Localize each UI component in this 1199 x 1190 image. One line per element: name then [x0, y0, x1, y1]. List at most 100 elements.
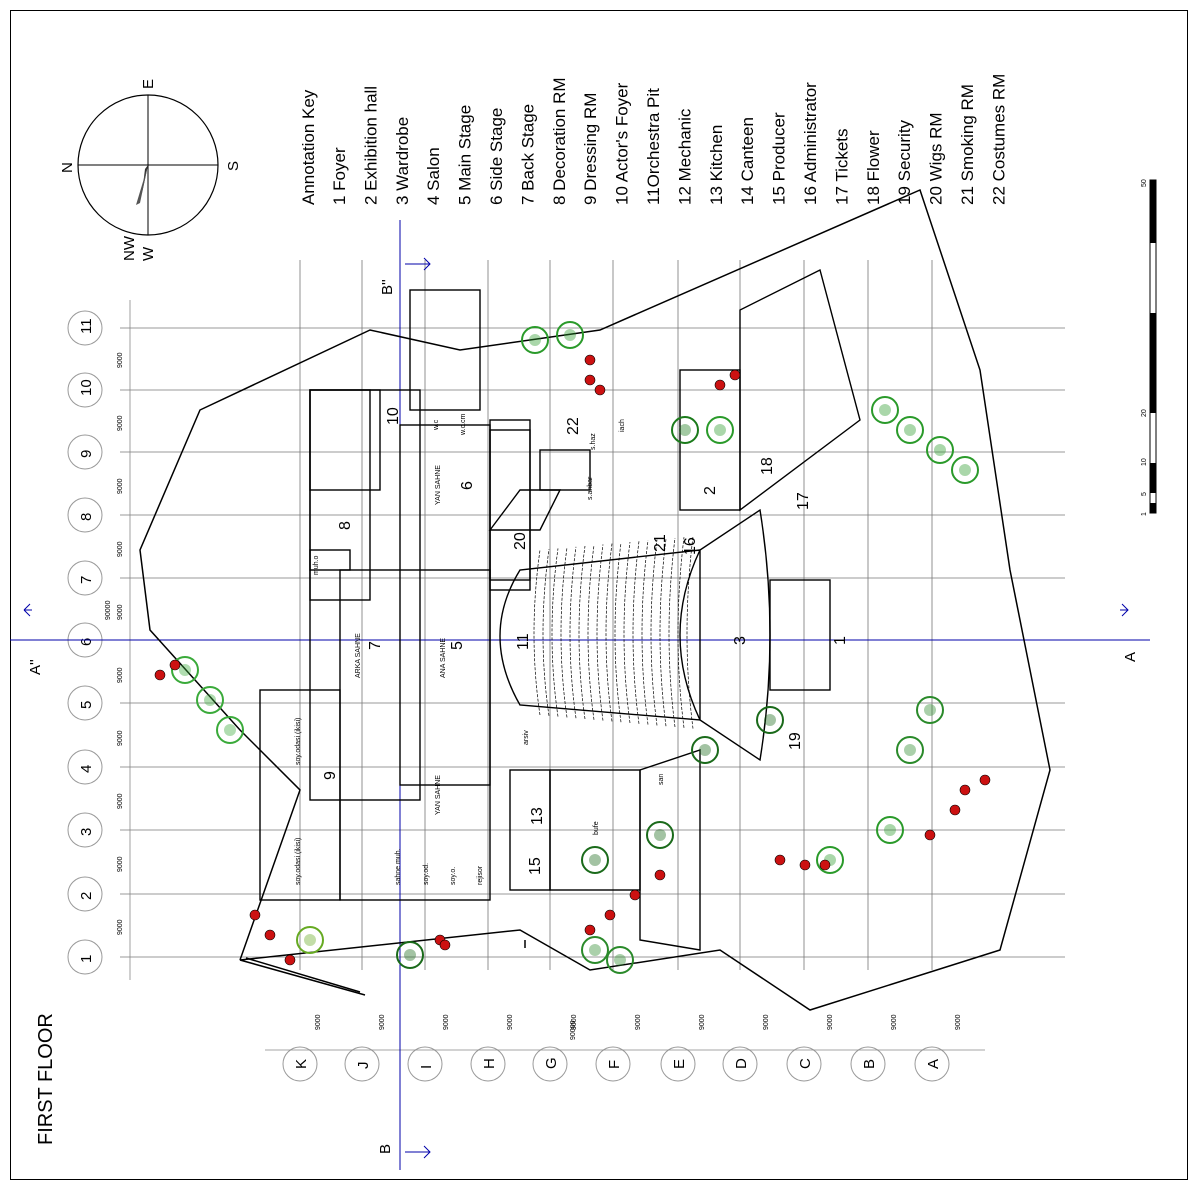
room-7: 7: [367, 641, 384, 650]
grid-bubble-letter: [470, 1046, 506, 1082]
grid-number: 7: [78, 576, 95, 584]
flower-icon: [729, 369, 741, 381]
legend-item: 1 Foyer: [330, 147, 349, 205]
grid-bubble-number: [67, 876, 103, 912]
building-walls: [259, 268, 861, 951]
grid-bubble-number: [67, 372, 103, 408]
room-16: 16: [682, 537, 699, 555]
plan-text-labels: ARKA SAHNE ANA SAHNE YAN SAHNE YAN SAHNE…: [295, 413, 665, 885]
grid-bubble-number: [67, 812, 103, 848]
tree-icon: [916, 696, 944, 724]
grid-letter: A: [925, 1059, 942, 1069]
label-soy-o: soy.o.: [450, 867, 457, 885]
flower-icon: [439, 939, 451, 951]
flower-icon: [584, 374, 596, 386]
bay-dimension: 9000: [827, 1014, 834, 1030]
legend-heading: Annotation Key: [299, 89, 318, 205]
flower-icon: [774, 854, 786, 866]
grid-bubble-number: [67, 939, 103, 975]
bay-dimension: 9000: [571, 1014, 578, 1030]
scale-bar: 1 5 10 20 50: [1141, 179, 1157, 516]
label-muh-o: muh.o: [313, 555, 320, 575]
room-17: 17: [795, 492, 812, 510]
flower-icon: [949, 804, 961, 816]
flower-icon: [584, 354, 596, 366]
compass-w: W: [140, 246, 157, 261]
tree-icon: [171, 656, 199, 684]
bay-dimension: 9000: [117, 919, 124, 935]
label-s-haz: s.haz: [590, 433, 597, 450]
flower-icon: [584, 924, 596, 936]
room-2: 2: [702, 486, 719, 495]
grid-letter: E: [671, 1059, 688, 1069]
flower-icon: [169, 659, 181, 671]
compass-nw: NW: [121, 235, 138, 261]
label-soy-sol: soy.od.: [423, 863, 430, 885]
room-5: 5: [449, 641, 466, 650]
grid-bubble-letter: [532, 1046, 568, 1082]
bay-dimension: 9000: [891, 1014, 898, 1030]
legend-item: 6 Side Stage: [487, 108, 506, 205]
bay-dimension-total: 90000: [105, 600, 112, 620]
grid-bubble-number: [67, 434, 103, 470]
tree-icon: [816, 846, 844, 874]
room-20: 20: [512, 532, 529, 550]
bay-dimension-total: 90000: [570, 1020, 577, 1040]
legend-item: 15 Producer: [770, 112, 789, 205]
scale-label-50: 50: [1141, 179, 1148, 187]
tree-icon: [581, 936, 609, 964]
compass-s: S: [225, 161, 242, 171]
label-soyunma-2: soy.odasi (ikisi): [295, 838, 302, 885]
legend-item: 2 Exhibition hall: [361, 86, 380, 205]
flower-icon: [979, 774, 991, 786]
tree-icon: [521, 326, 549, 354]
legend-item: 16 Administrator: [801, 82, 820, 205]
section-a: A: [1122, 652, 1139, 662]
auditorium-seating: [533, 536, 694, 729]
label-bufe: bufe: [593, 821, 600, 835]
room-9: 9: [322, 771, 339, 780]
grid-bubble-letter: [407, 1046, 443, 1082]
tree-icon: [876, 816, 904, 844]
sheet-title: FIRST FLOOR: [35, 1013, 57, 1145]
legend-item: 22 Costumes RM: [989, 74, 1008, 205]
room-10: 10: [385, 407, 402, 425]
flower-icon: [264, 929, 276, 941]
flower-icon: [249, 909, 261, 921]
grid-number: 2: [78, 892, 95, 900]
label-sahne-muh: sahne muh.: [395, 848, 402, 885]
bay-dimension: 9000: [117, 730, 124, 746]
grid-bubble-letter: [786, 1046, 822, 1082]
flower-icon: [799, 859, 811, 871]
room-19: 19: [787, 732, 804, 750]
bay-dimension: 9000: [117, 667, 124, 683]
grid-number: 11: [78, 318, 95, 334]
room-8: 8: [337, 521, 354, 530]
tree-icon: [396, 941, 424, 969]
tree-icon: [556, 321, 584, 349]
tree-icon: [896, 416, 924, 444]
grid-letter: K: [293, 1059, 310, 1069]
label-yan-sahne-top: YAN SAHNE: [435, 465, 442, 505]
grid-bubble-number: [67, 497, 103, 533]
bay-dimension: 9000: [635, 1014, 642, 1030]
tree-icon: [196, 686, 224, 714]
grid-letter: I: [418, 1065, 435, 1069]
flower-icon: [604, 909, 616, 921]
room-21: 21: [652, 534, 669, 552]
label-soyunma-1: soy.odasi (ikisi): [295, 718, 302, 765]
legend-item: 13 Kitchen: [707, 125, 726, 205]
legend-item: 20 Wigs RM: [927, 112, 946, 205]
bay-dimension: 9000: [117, 604, 124, 620]
grid-bubble-letter: [722, 1046, 758, 1082]
tree-icon: [756, 706, 784, 734]
legend-item: 11Orchestra Pit: [644, 88, 663, 205]
grid-letter: J: [355, 1062, 372, 1070]
room-22: 22: [565, 417, 582, 435]
compass-e: E: [140, 79, 157, 89]
tree-icon: [871, 396, 899, 424]
flower-icon: [959, 784, 971, 796]
grid-bubble-number: [67, 310, 103, 346]
flower-icon: [819, 859, 831, 871]
